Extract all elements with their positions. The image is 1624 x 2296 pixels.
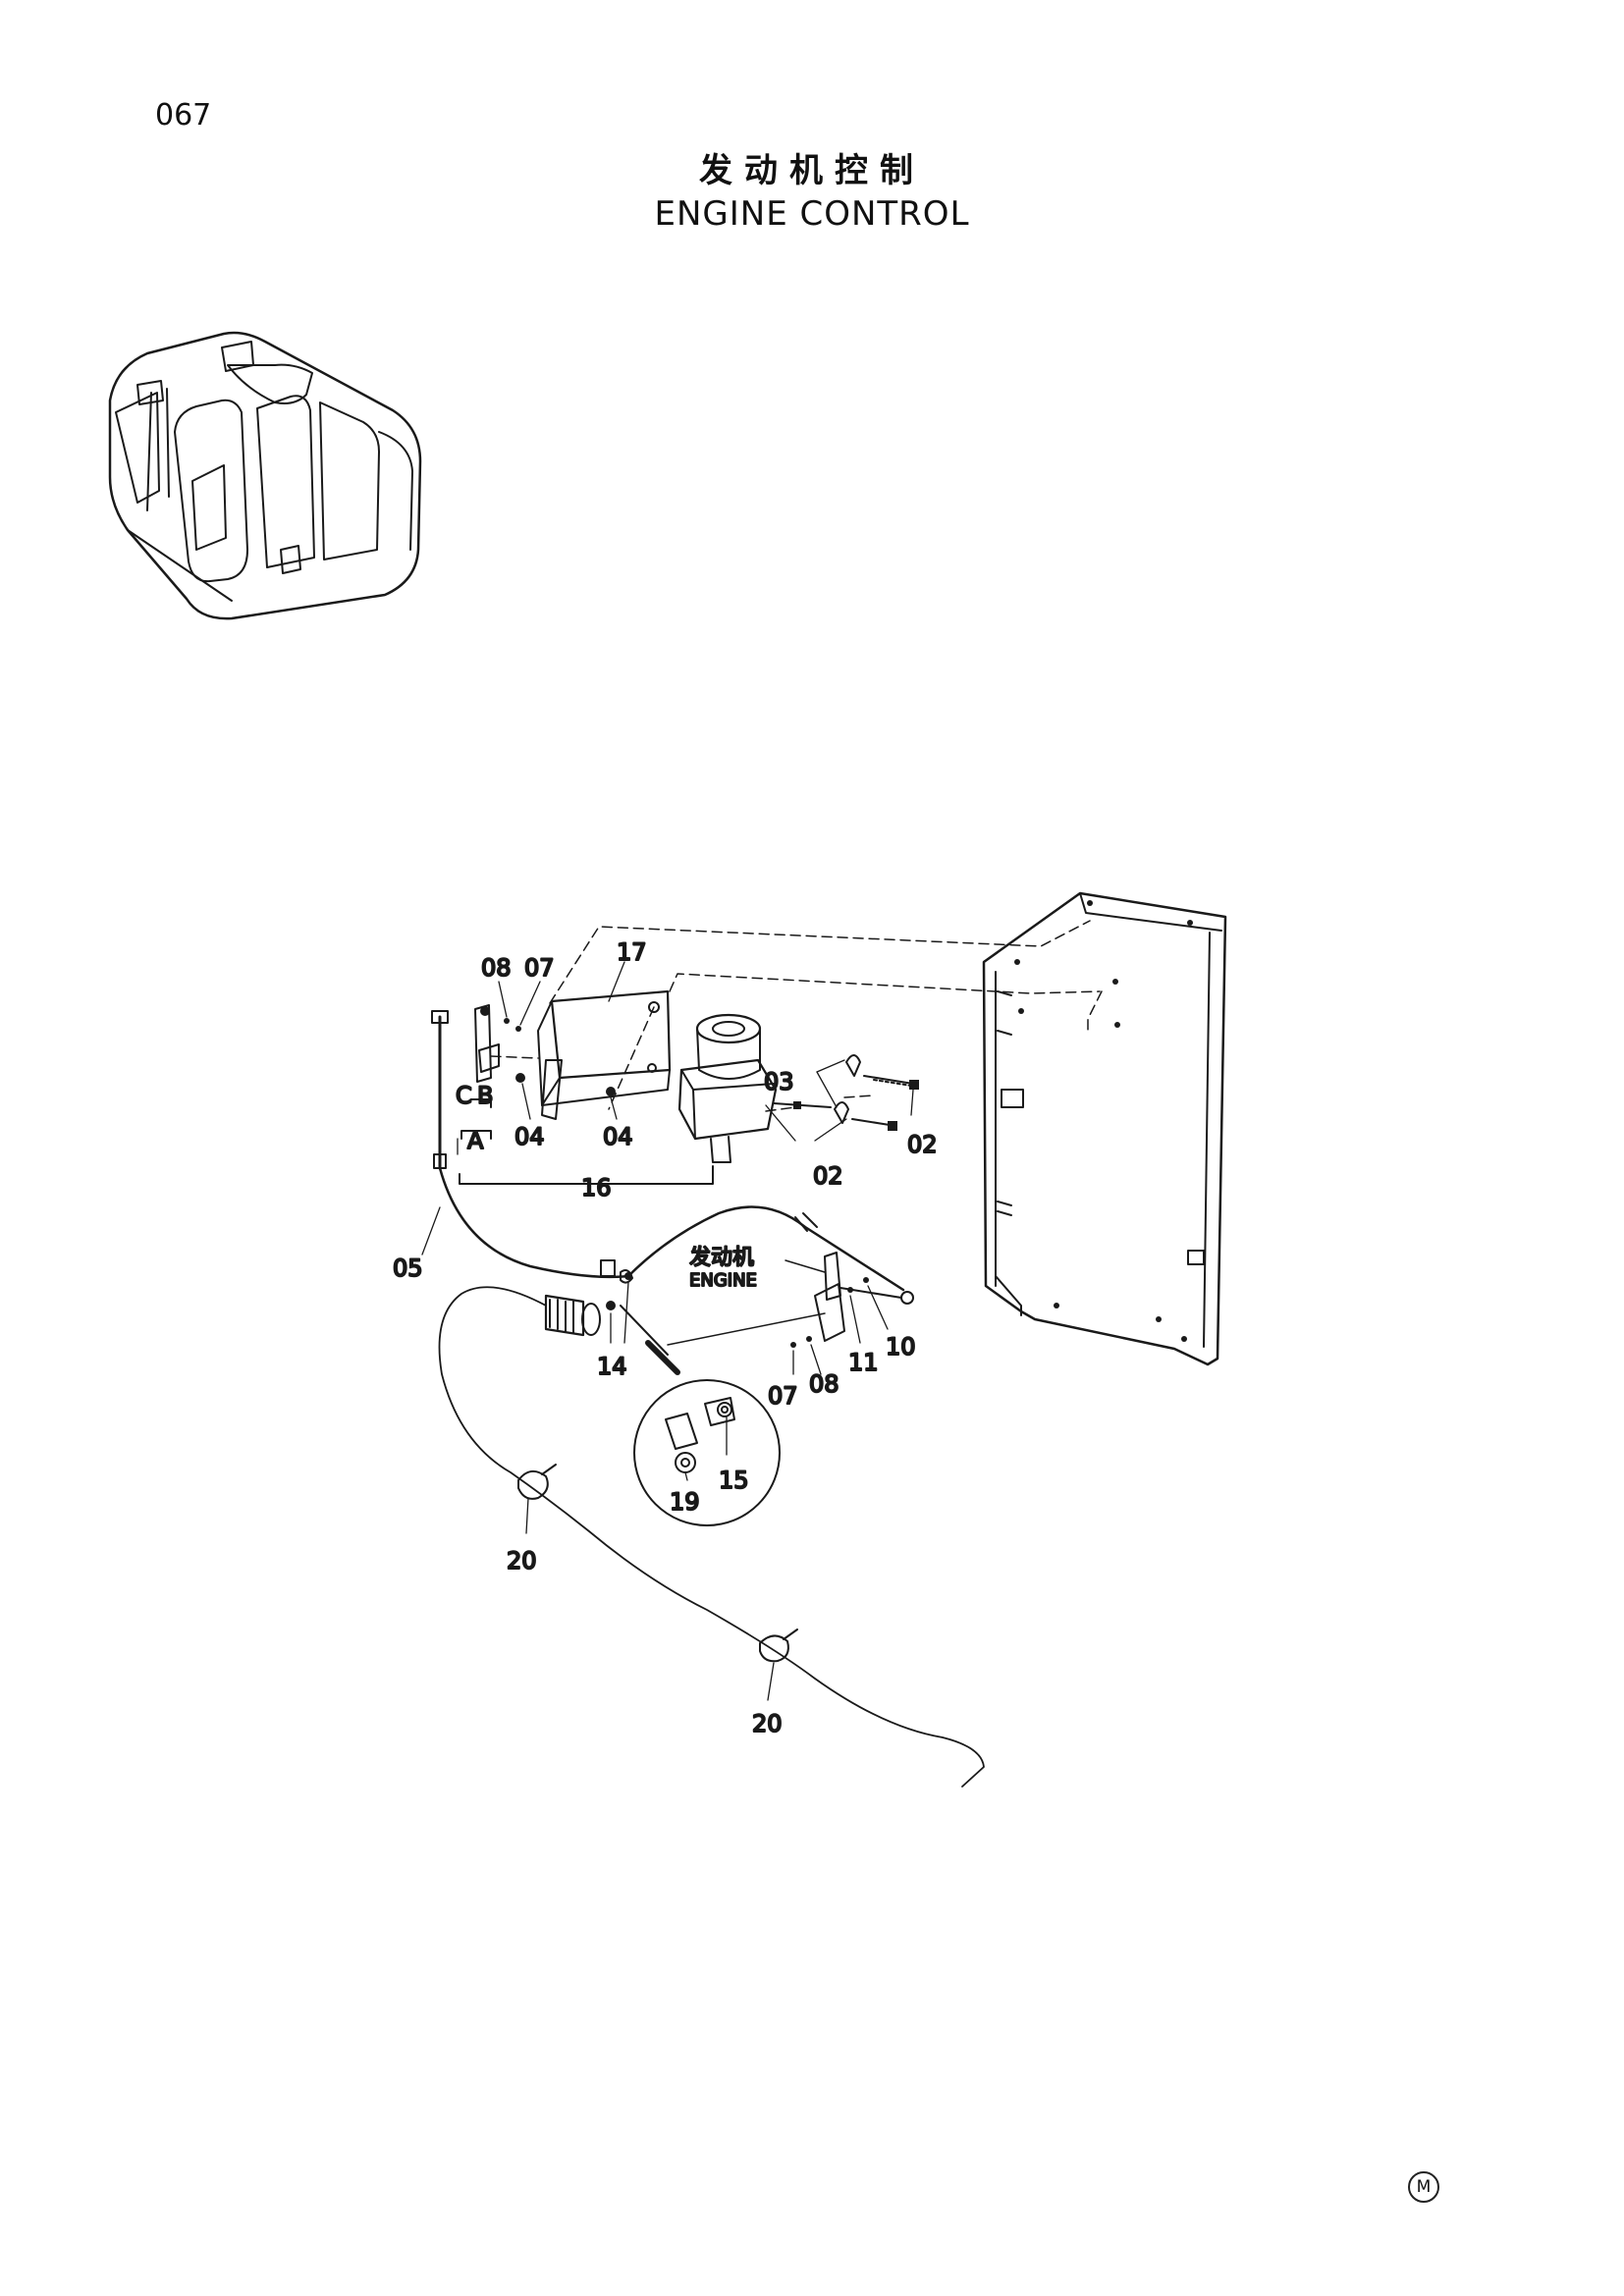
callout-letter-a: A [467,1127,484,1154]
cab-key-illustration [108,331,422,620]
cable-clamp-lower [759,1629,798,1663]
callout-08-bottom: 08 [809,1370,839,1398]
engine-control-motor [677,1013,778,1163]
dashed-leader-lines [490,920,1103,1112]
page-number: 067 [155,98,212,133]
callout-05: 05 [393,1255,423,1282]
callout-11: 11 [848,1349,879,1376]
callout-02-right: 02 [907,1131,938,1158]
callout-17: 17 [617,938,647,966]
callout-04-left: 04 [514,1123,545,1150]
callout-16: 16 [581,1174,612,1201]
title-chinese: 发动机控制 [699,151,925,190]
cab-side-panel [982,891,1227,1366]
callout-14: 14 [597,1353,627,1380]
callout-08-top: 08 [481,954,512,982]
bracket-plate [537,989,672,1120]
callout-20-lower: 20 [752,1710,783,1737]
callout-letter-b: B [477,1082,493,1109]
callout-20-upper: 20 [507,1547,537,1575]
bracket-line-16 [459,1165,714,1185]
footer-mark: M [1408,2171,1439,2203]
control-cable [438,1286,985,1788]
callout-leaders [421,961,914,1701]
panel-bolt-holes [1014,900,1193,1342]
detail-circle [633,1379,781,1526]
callout-04-right: 04 [603,1123,633,1150]
callout-03: 03 [764,1068,794,1095]
callout-02-bottom: 02 [813,1162,843,1190]
callout-07-top: 07 [524,954,555,982]
callout-15: 15 [719,1467,749,1494]
callout-19: 19 [670,1488,700,1516]
callout-07-bottom: 07 [768,1382,798,1410]
callout-10: 10 [886,1333,916,1361]
engine-lever [785,1252,914,1342]
engine-label-english: ENGINE [689,1270,757,1291]
mounting-bolts [773,1054,914,1126]
callout-letter-c: C [456,1082,472,1109]
engine-label-chinese: 发动机 [689,1246,754,1270]
cable-clamp-upper [517,1464,557,1500]
title-english: ENGINE CONTROL [654,194,970,234]
